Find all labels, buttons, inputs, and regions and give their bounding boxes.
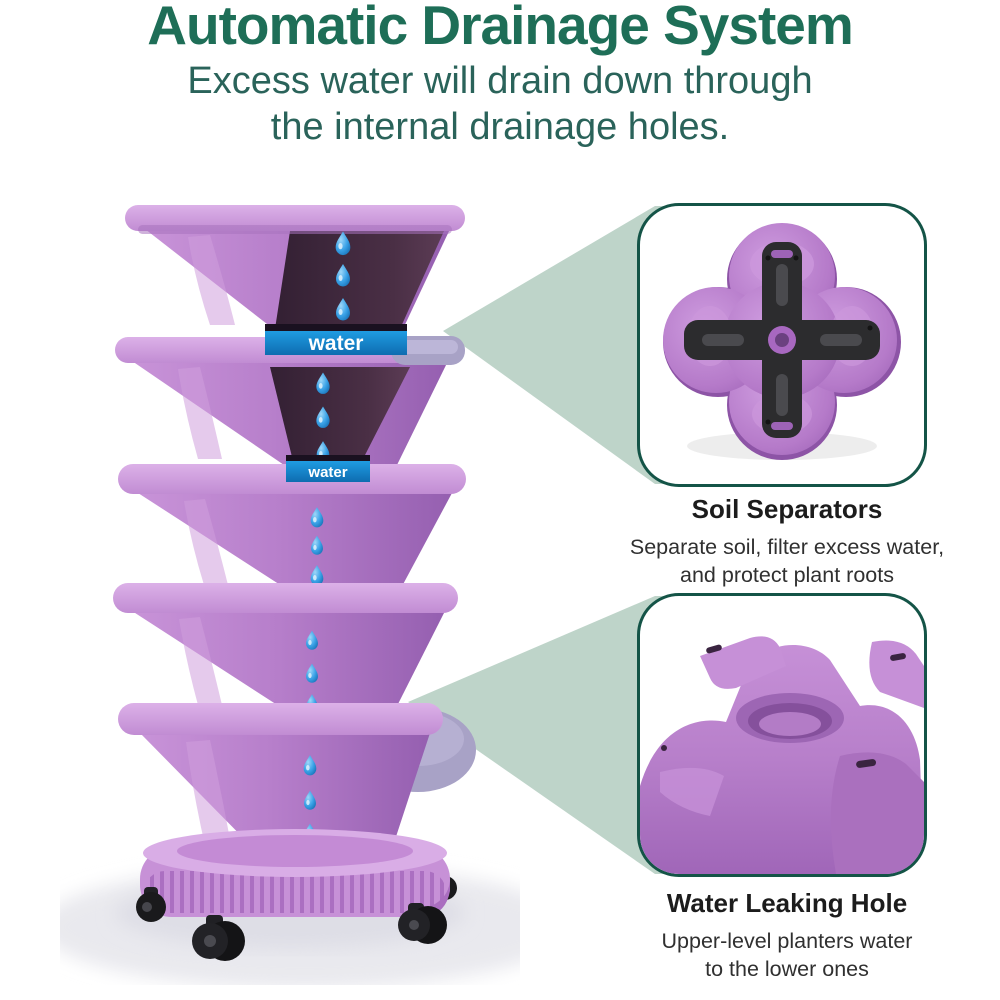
water-leaking-hole-photo: [640, 636, 924, 874]
base-tray: [140, 829, 457, 917]
stackable-planter-illustration: water water: [60, 205, 520, 985]
planter-tier-5: [118, 703, 476, 855]
subtitle-line-2: the internal drainage holes.: [270, 106, 730, 148]
planter-tier-3: [118, 464, 466, 590]
water-band-1: water: [265, 324, 407, 355]
callout-card-water-leaking-hole: [637, 593, 927, 877]
callout-soil-separators-text: Soil Separators Separate soil, filter ex…: [612, 494, 962, 589]
water-band-1-label: water: [308, 332, 364, 355]
callout-card-soil-separators: [637, 203, 927, 487]
subtitle-line-1: Excess water will drain down through: [187, 60, 813, 102]
water-band-2-label: water: [307, 464, 347, 481]
caster-wheels: [136, 887, 447, 961]
planter-bottom-view: [640, 636, 924, 874]
planter-tier-2: [115, 336, 465, 465]
callout-desc-line: Separate soil, filter excess water,: [629, 535, 945, 559]
callout-desc-line: to the lower ones: [705, 957, 869, 981]
planter-tier-1: [125, 205, 465, 331]
water-band-2: water: [286, 455, 370, 482]
callout-title-water-leaking-hole: Water Leaking Hole: [666, 888, 908, 918]
page-title: Automatic Drainage System: [147, 0, 854, 56]
page-subtitle: Excess water will drain down through the…: [0, 58, 1000, 150]
callout-desc-line: Upper-level planters water: [661, 929, 913, 953]
planter-tier-4: [113, 583, 458, 713]
soil-separator-cross: [684, 242, 880, 438]
callout-water-leaking-hole-text: Water Leaking Hole Upper-level planters …: [612, 888, 962, 983]
soil-separators-photo: [663, 223, 901, 460]
callout-desc-line: and protect plant roots: [680, 563, 894, 587]
callout-title-soil-separators: Soil Separators: [691, 494, 883, 524]
